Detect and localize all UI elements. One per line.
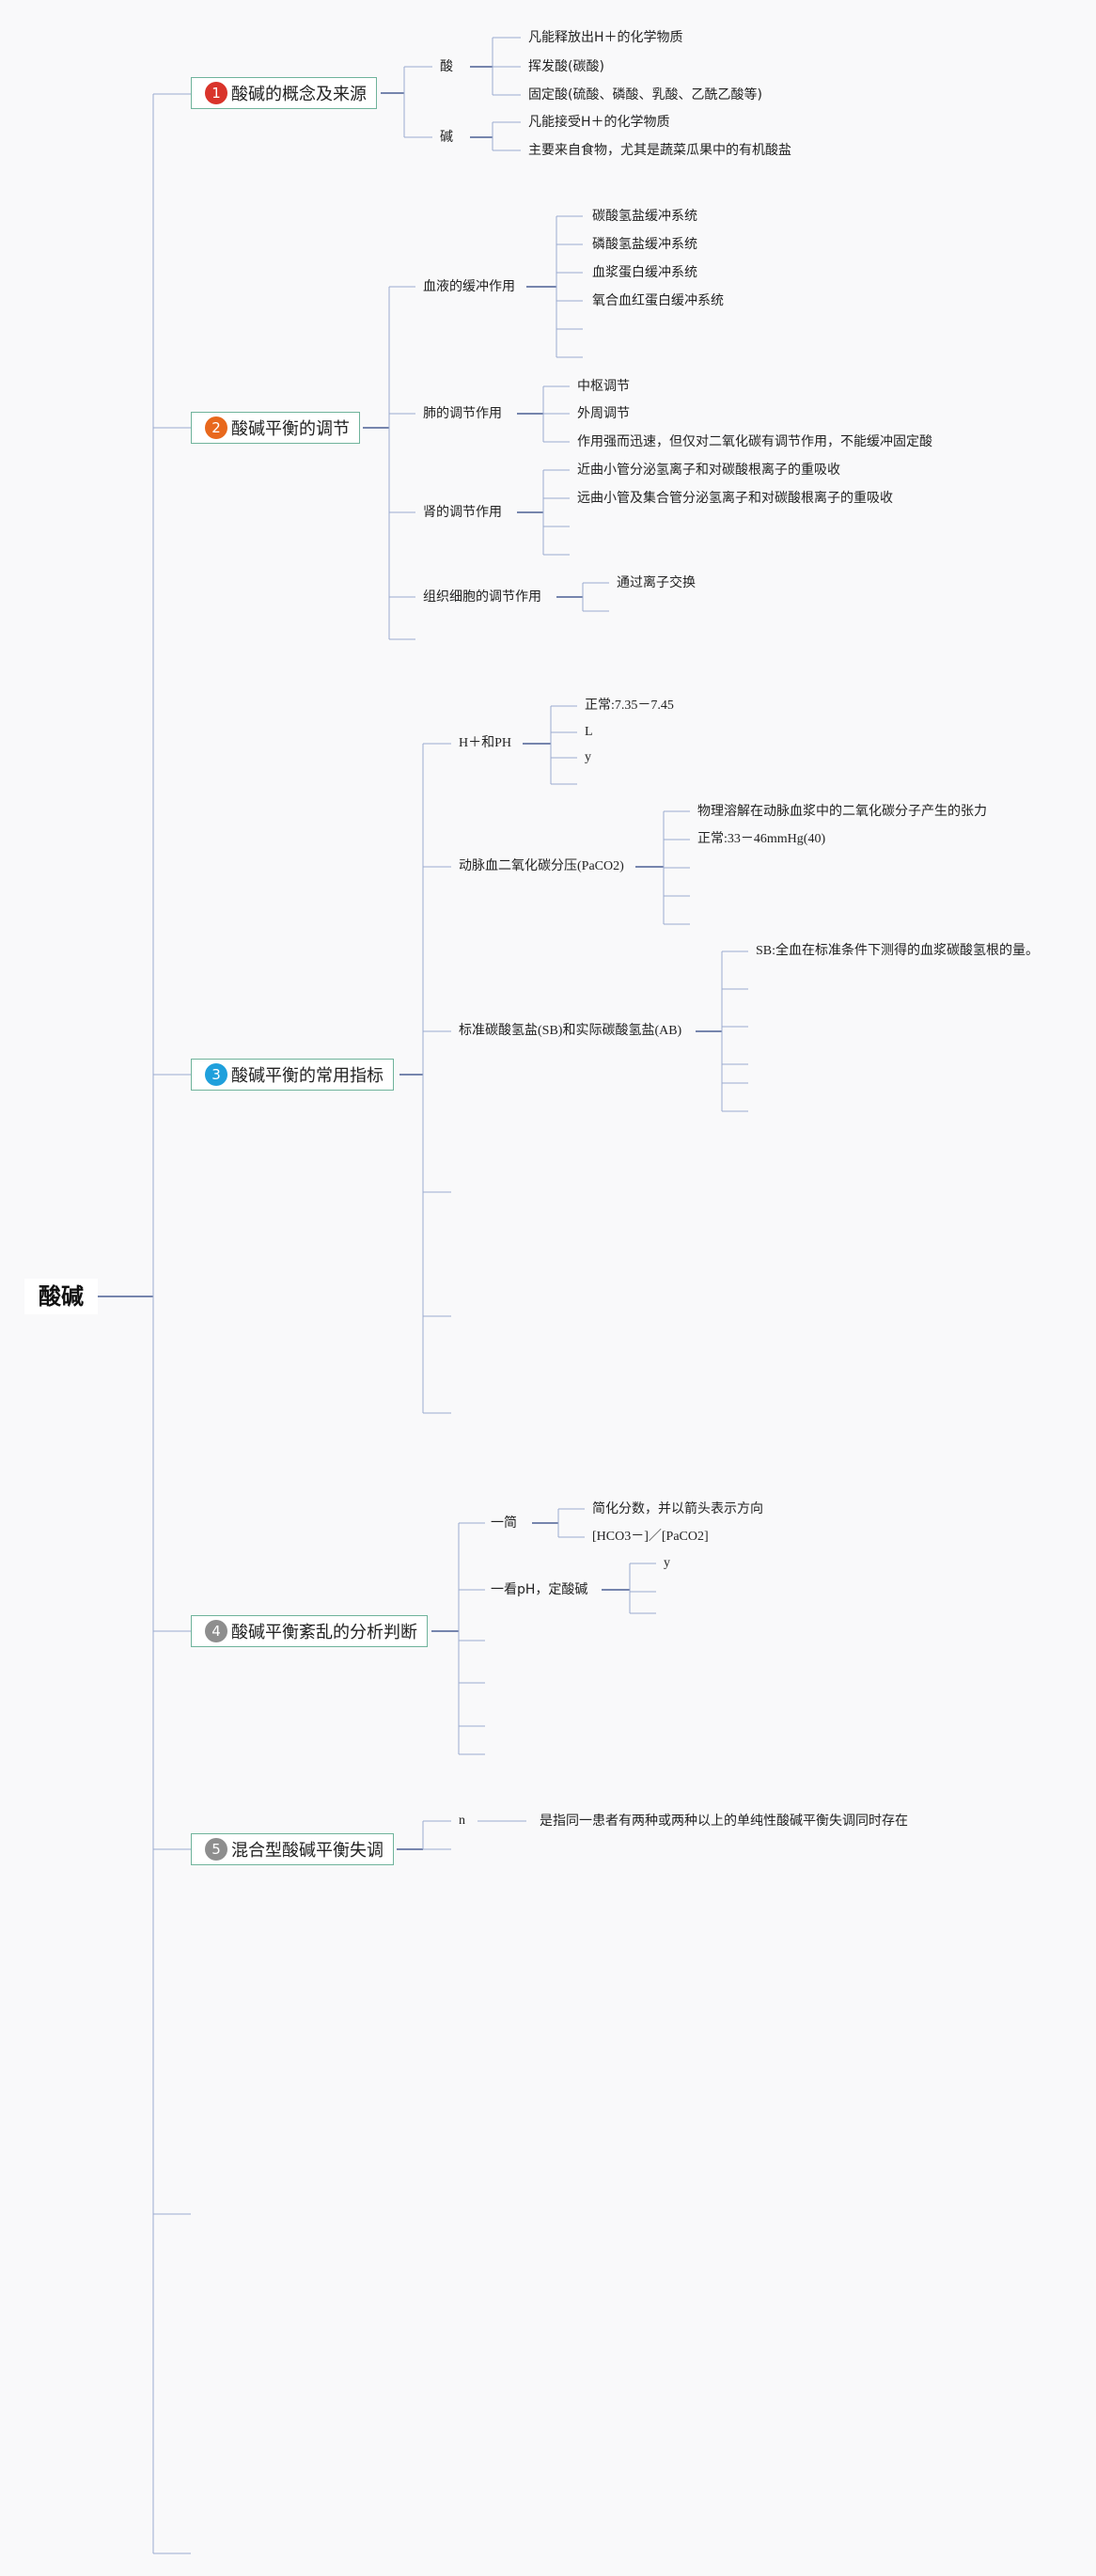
leaf-node[interactable]: 远曲小管及集合管分泌氢离子和对碳酸根离子的重吸收 — [577, 491, 893, 506]
leaf-node[interactable]: 外周调节 — [577, 406, 630, 421]
leaf-node[interactable]: 作用强而迅速，但仅对二氧化碳有调节作用，不能缓冲固定酸 — [577, 434, 932, 449]
subtopic-sb-ab[interactable]: 标准碳酸氢盐(SB)和实际碳酸氢盐(AB) — [459, 1024, 682, 1038]
subtopic-lung[interactable]: 肺的调节作用 — [423, 406, 502, 421]
leaf-node[interactable]: 血浆蛋白缓冲系统 — [592, 265, 697, 280]
leaf-node[interactable]: [HCO3－]／[PaCO2] — [592, 1530, 709, 1544]
topic-label: 酸碱平衡的常用指标 — [231, 1066, 384, 1086]
leaf-node[interactable]: SB:全血在标准条件下测得的血浆碳酸氢根的量。 — [756, 944, 1040, 958]
subtopic-n[interactable]: n — [459, 1814, 465, 1828]
subtopic-base[interactable]: 碱 — [440, 130, 453, 145]
topic-label: 酸碱平衡紊乱的分析判断 — [231, 1623, 417, 1642]
leaf-node[interactable]: y — [664, 1556, 670, 1570]
topic-number-badge: 5 — [205, 1838, 227, 1861]
topic-5[interactable]: 5 混合型酸碱平衡失调 — [191, 1833, 394, 1865]
subtopic-tissue[interactable]: 组织细胞的调节作用 — [423, 589, 541, 605]
topic-number-badge: 2 — [205, 416, 227, 439]
leaf-node[interactable]: 简化分数，并以箭头表示方向 — [592, 1501, 763, 1516]
subtopic-paco2[interactable]: 动脉血二氧化碳分压(PaCO2) — [459, 859, 624, 873]
leaf-node[interactable]: y — [585, 750, 591, 764]
leaf-node[interactable]: 主要来自食物，尤其是蔬菜瓜果中的有机酸盐 — [528, 143, 791, 158]
topic-number-badge: 3 — [205, 1063, 227, 1086]
leaf-node[interactable]: 磷酸氢盐缓冲系统 — [592, 237, 697, 252]
leaf-node[interactable]: 正常:7.35－7.45 — [585, 699, 674, 713]
leaf-node[interactable]: 中枢调节 — [577, 379, 630, 394]
topic-2[interactable]: 2 酸碱平衡的调节 — [191, 412, 360, 444]
topic-label: 混合型酸碱平衡失调 — [231, 1841, 384, 1861]
topic-number-badge: 1 — [205, 82, 227, 104]
leaf-node[interactable]: 碳酸氢盐缓冲系统 — [592, 209, 697, 224]
subtopic-acid[interactable]: 酸 — [440, 59, 453, 74]
leaf-node[interactable]: 物理溶解在动脉血浆中的二氧化碳分子产生的张力 — [697, 804, 987, 819]
root-node[interactable]: 酸碱 — [24, 1279, 98, 1314]
leaf-node[interactable]: 通过离子交换 — [617, 575, 696, 590]
subtopic-blood-buffer[interactable]: 血液的缓冲作用 — [423, 279, 515, 294]
leaf-node[interactable]: 近曲小管分泌氢离子和对碳酸根离子的重吸收 — [577, 463, 840, 478]
topic-label: 酸碱的概念及来源 — [231, 85, 367, 104]
leaf-node[interactable]: 氧合血红蛋白缓冲系统 — [592, 293, 724, 308]
topic-label: 酸碱平衡的调节 — [231, 419, 350, 439]
subtopic-ph[interactable]: H＋和PH — [459, 736, 512, 750]
subtopic-ph-check[interactable]: 一看pH，定酸碱 — [491, 1582, 588, 1597]
topic-number-badge: 4 — [205, 1620, 227, 1642]
leaf-node[interactable]: 凡能释放出H＋的化学物质 — [528, 30, 683, 45]
topic-3[interactable]: 3 酸碱平衡的常用指标 — [191, 1059, 394, 1091]
subtopic-simplify[interactable]: 一简 — [491, 1516, 517, 1531]
topic-1[interactable]: 1 酸碱的概念及来源 — [191, 77, 377, 109]
leaf-node[interactable]: 正常:33－46mmHg(40) — [697, 832, 826, 846]
leaf-node[interactable]: 是指同一患者有两种或两种以上的单纯性酸碱平衡失调同时存在 — [540, 1814, 908, 1829]
topic-4[interactable]: 4 酸碱平衡紊乱的分析判断 — [191, 1615, 428, 1647]
leaf-node[interactable]: 凡能接受H＋的化学物质 — [528, 115, 670, 130]
leaf-node[interactable]: 固定酸(硫酸、磷酸、乳酸、乙酰乙酸等) — [528, 87, 762, 102]
leaf-node[interactable]: 挥发酸(碳酸) — [528, 59, 604, 74]
subtopic-kidney[interactable]: 肾的调节作用 — [423, 505, 502, 520]
leaf-node[interactable]: L — [585, 725, 593, 739]
